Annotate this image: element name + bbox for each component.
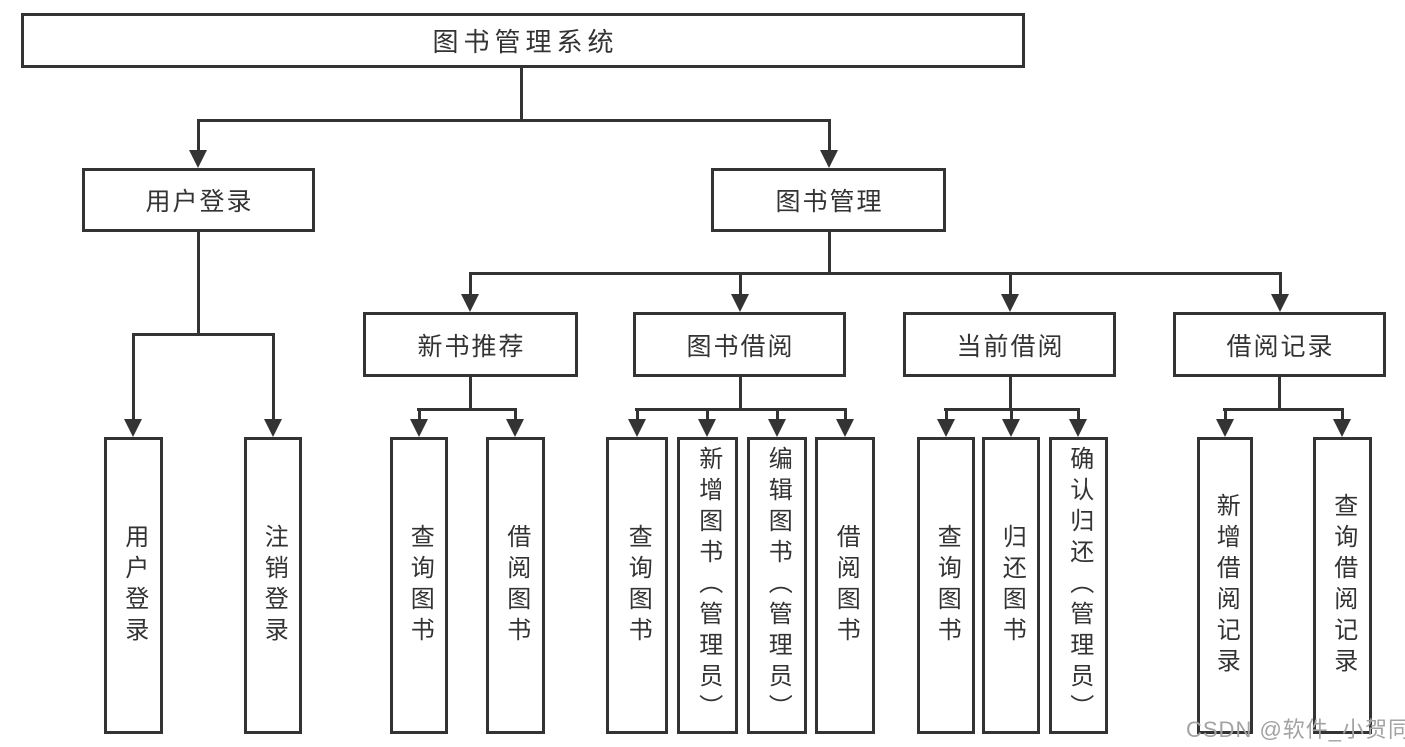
arrow-down-icon — [461, 294, 479, 312]
node-label: 新书推荐 — [417, 332, 526, 361]
connector-vline — [1010, 409, 1013, 421]
leaf-label: 确认归还（管理员） — [1065, 446, 1093, 725]
connector-vline — [945, 409, 948, 421]
arrow-down-icon — [1216, 419, 1234, 437]
connector-vline — [418, 409, 421, 421]
connector-vline — [706, 409, 709, 421]
connector-hline — [417, 408, 517, 411]
node-label: 用户登录 — [145, 188, 254, 216]
arrow-down-icon — [124, 419, 142, 437]
leaf-label: 借阅图书 — [832, 523, 860, 648]
leaf-add-borrow-record: 新增借阅记录 — [1197, 437, 1253, 734]
connector-hline — [469, 272, 1282, 275]
connector-vline — [197, 119, 200, 152]
arrow-down-icon — [1333, 419, 1351, 437]
arrow-down-icon — [937, 419, 955, 437]
connector-vline — [1077, 409, 1080, 421]
node-user-login: 用户登录 — [82, 168, 315, 232]
leaf-query-borrow-record: 查询借阅记录 — [1313, 437, 1372, 734]
connector-hline — [944, 408, 1080, 411]
arrow-down-icon — [1001, 294, 1019, 312]
leaf-query-books-current: 查询图书 — [917, 437, 975, 734]
leaf-label: 新增借阅记录 — [1212, 492, 1240, 679]
arrow-down-icon — [264, 419, 282, 437]
arrow-down-icon — [189, 150, 207, 168]
connector-vline — [1009, 377, 1012, 410]
connector-vline — [520, 68, 523, 121]
connector-vline — [844, 409, 847, 421]
leaf-label: 查询借阅记录 — [1329, 492, 1357, 679]
arrow-down-icon — [506, 419, 524, 437]
leaf-label: 用户登录 — [120, 523, 148, 648]
leaf-label: 借阅图书 — [502, 523, 530, 648]
arrow-down-icon — [698, 419, 716, 437]
leaf-query-books-recommend: 查询图书 — [390, 437, 448, 734]
arrow-down-icon — [768, 419, 786, 437]
connector-vline — [132, 334, 135, 421]
leaf-edit-books-admin: 编辑图书（管理员） — [747, 437, 807, 734]
leaf-label: 查询图书 — [933, 523, 961, 648]
connector-vline — [469, 377, 472, 410]
node-current-borrow: 当前借阅 — [903, 312, 1116, 377]
node-book-management: 图书管理 — [711, 168, 946, 232]
connector-vline — [514, 409, 517, 421]
connector-hline — [1223, 408, 1344, 411]
connector-hline — [197, 119, 831, 122]
arrow-down-icon — [410, 419, 428, 437]
connector-vline — [739, 273, 742, 296]
leaf-label: 编辑图书（管理员） — [764, 446, 792, 725]
arrow-down-icon — [820, 150, 838, 168]
leaf-label: 注销登录 — [260, 523, 288, 648]
leaf-logout: 注销登录 — [244, 437, 302, 734]
node-book-borrow: 图书借阅 — [633, 312, 846, 377]
leaf-label: 查询图书 — [624, 523, 652, 648]
connector-vline — [197, 232, 200, 336]
connector-vline — [776, 409, 779, 421]
connector-vline — [739, 377, 742, 410]
leaf-label: 归还图书 — [998, 523, 1026, 648]
node-label: 借阅记录 — [1226, 332, 1335, 361]
arrow-down-icon — [1069, 419, 1087, 437]
connector-vline — [1224, 409, 1227, 421]
arrow-down-icon — [836, 419, 854, 437]
leaf-label: 新增图书（管理员） — [694, 446, 722, 725]
connector-hline — [635, 408, 847, 411]
node-library-system: 图书管理系统 — [21, 13, 1025, 68]
connector-vline — [828, 232, 831, 274]
node-borrow-records: 借阅记录 — [1173, 312, 1386, 377]
connector-vline — [469, 273, 472, 296]
connector-vline — [1009, 273, 1012, 296]
connector-vline — [1279, 273, 1282, 296]
node-label: 当前借阅 — [956, 332, 1065, 361]
arrow-down-icon — [1002, 419, 1020, 437]
node-label: 图书借阅 — [686, 332, 795, 361]
leaf-borrow-books: 借阅图书 — [815, 437, 875, 734]
node-label: 图书管理系统 — [432, 27, 619, 57]
leaf-confirm-return-admin: 确认归还（管理员） — [1049, 437, 1108, 734]
leaf-query-books-borrow: 查询图书 — [606, 437, 668, 734]
watermark: CSDN @软件_小贺同学 — [1186, 717, 1405, 742]
connector-vline — [828, 119, 831, 152]
leaf-add-books-admin: 新增图书（管理员） — [677, 437, 738, 734]
connector-vline — [636, 409, 639, 421]
node-new-book-recommend: 新书推荐 — [363, 312, 578, 377]
leaf-label: 查询图书 — [406, 523, 434, 648]
leaf-user-login: 用户登录 — [104, 437, 163, 734]
connector-hline — [132, 333, 275, 336]
leaf-return-books: 归还图书 — [982, 437, 1040, 734]
connector-vline — [1278, 377, 1281, 410]
arrow-down-icon — [1271, 294, 1289, 312]
node-label: 图书管理 — [775, 188, 884, 216]
connector-vline — [272, 334, 275, 421]
arrow-down-icon — [731, 294, 749, 312]
leaf-borrow-books-recommend: 借阅图书 — [486, 437, 545, 734]
connector-vline — [1341, 409, 1344, 421]
arrow-down-icon — [628, 419, 646, 437]
